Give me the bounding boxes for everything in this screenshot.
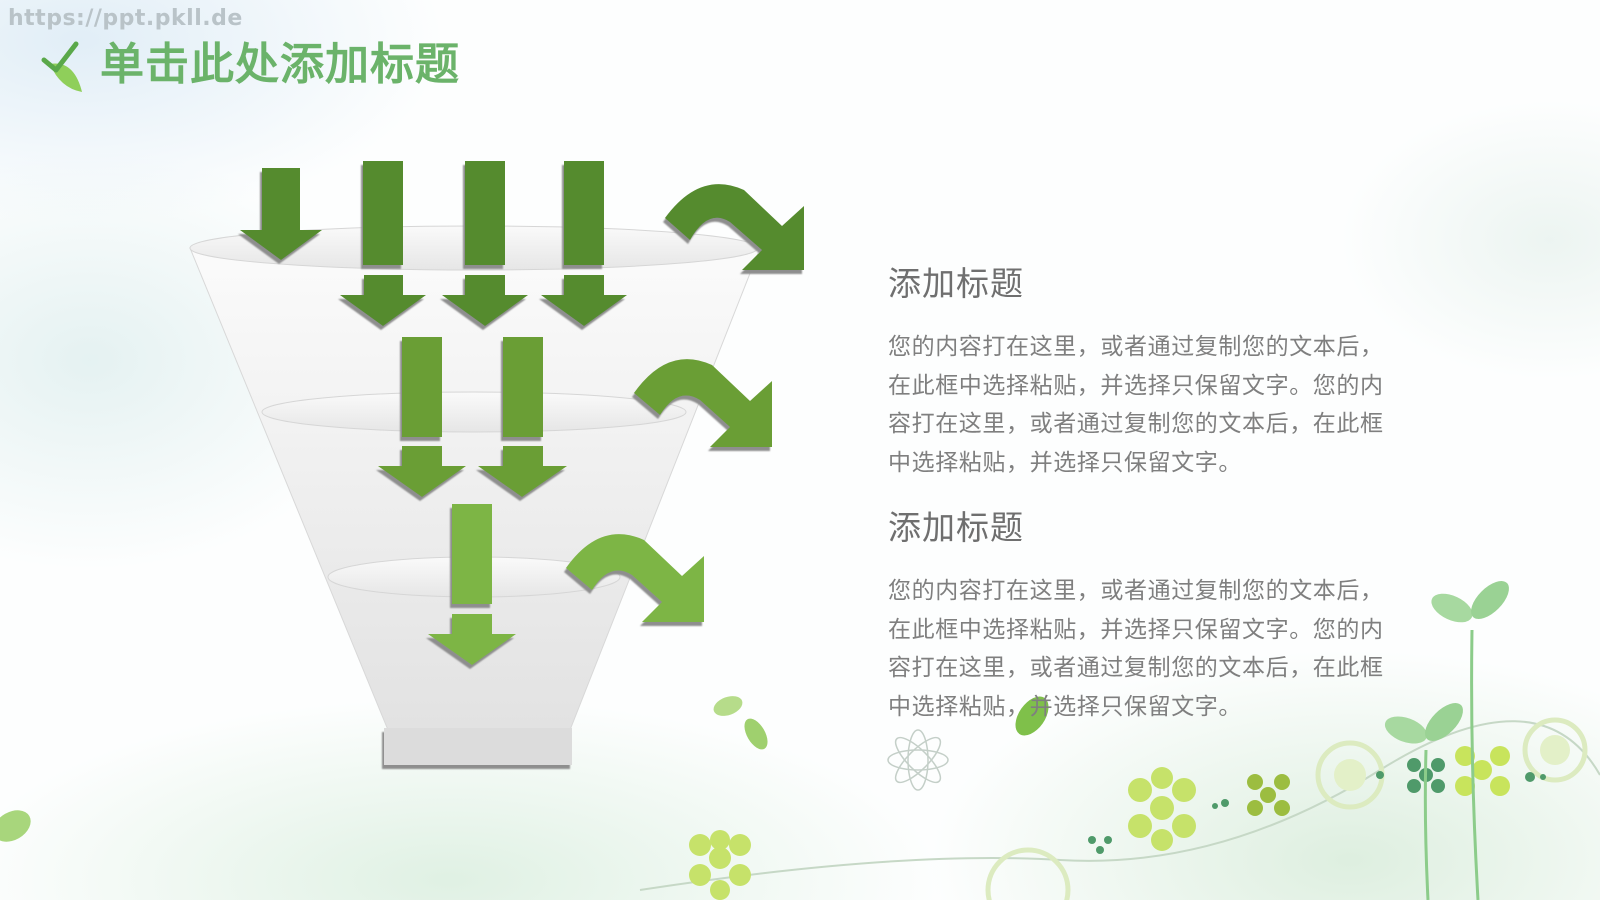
text-section-2: 添加标题 您的内容打在这里，或者通过复制您的文本后，在此框中选择粘贴，并选择只保… — [888, 508, 1408, 726]
level-1-arrows — [240, 161, 804, 326]
arrow-shaft — [503, 337, 543, 437]
arrow-shaft — [363, 161, 403, 265]
arrow-shaft — [402, 337, 442, 437]
title-area: 单击此处添加标题 — [40, 34, 460, 96]
funnel-diagram — [189, 161, 804, 765]
arrow-down-icon — [478, 446, 567, 497]
arrow-shaft — [564, 161, 604, 265]
level-3-arrows — [428, 504, 704, 665]
level-2-arrows — [378, 337, 772, 497]
section-body: 您的内容打在这里，或者通过复制您的文本后，在此框中选择粘贴，并选择只保留文字。您… — [888, 578, 1384, 720]
arrow-shaft — [452, 504, 492, 604]
text-section-1: 添加标题 您的内容打在这里，或者通过复制您的文本后，在此框中选择粘贴，并选择只保… — [888, 264, 1408, 482]
funnel-body — [189, 225, 761, 765]
curved-arrow-right-icon — [566, 534, 704, 622]
page-title: 单击此处添加标题 — [100, 39, 460, 90]
section-body: 您的内容打在这里，或者通过复制您的文本后，在此框中选择粘贴，并选择只保留文字。您… — [888, 334, 1384, 476]
curved-arrow-right-icon — [665, 184, 804, 270]
section-heading: 添加标题 — [888, 264, 1024, 303]
section-heading: 添加标题 — [888, 508, 1024, 547]
arrow-down-icon — [428, 614, 516, 665]
arrow-down-icon — [442, 275, 528, 326]
arrow-down-icon — [240, 168, 322, 260]
leaf-check-icon — [41, 41, 82, 92]
curved-arrow-right-icon — [634, 359, 772, 447]
arrow-down-icon — [541, 275, 627, 326]
arrow-shaft — [465, 161, 505, 265]
watermark: https://ppt.pkll.de — [8, 6, 243, 31]
outline-flower-icon — [887, 729, 949, 791]
funnel-rim-2 — [261, 391, 687, 433]
arrow-down-icon — [340, 275, 426, 326]
arrow-down-icon — [378, 446, 466, 497]
